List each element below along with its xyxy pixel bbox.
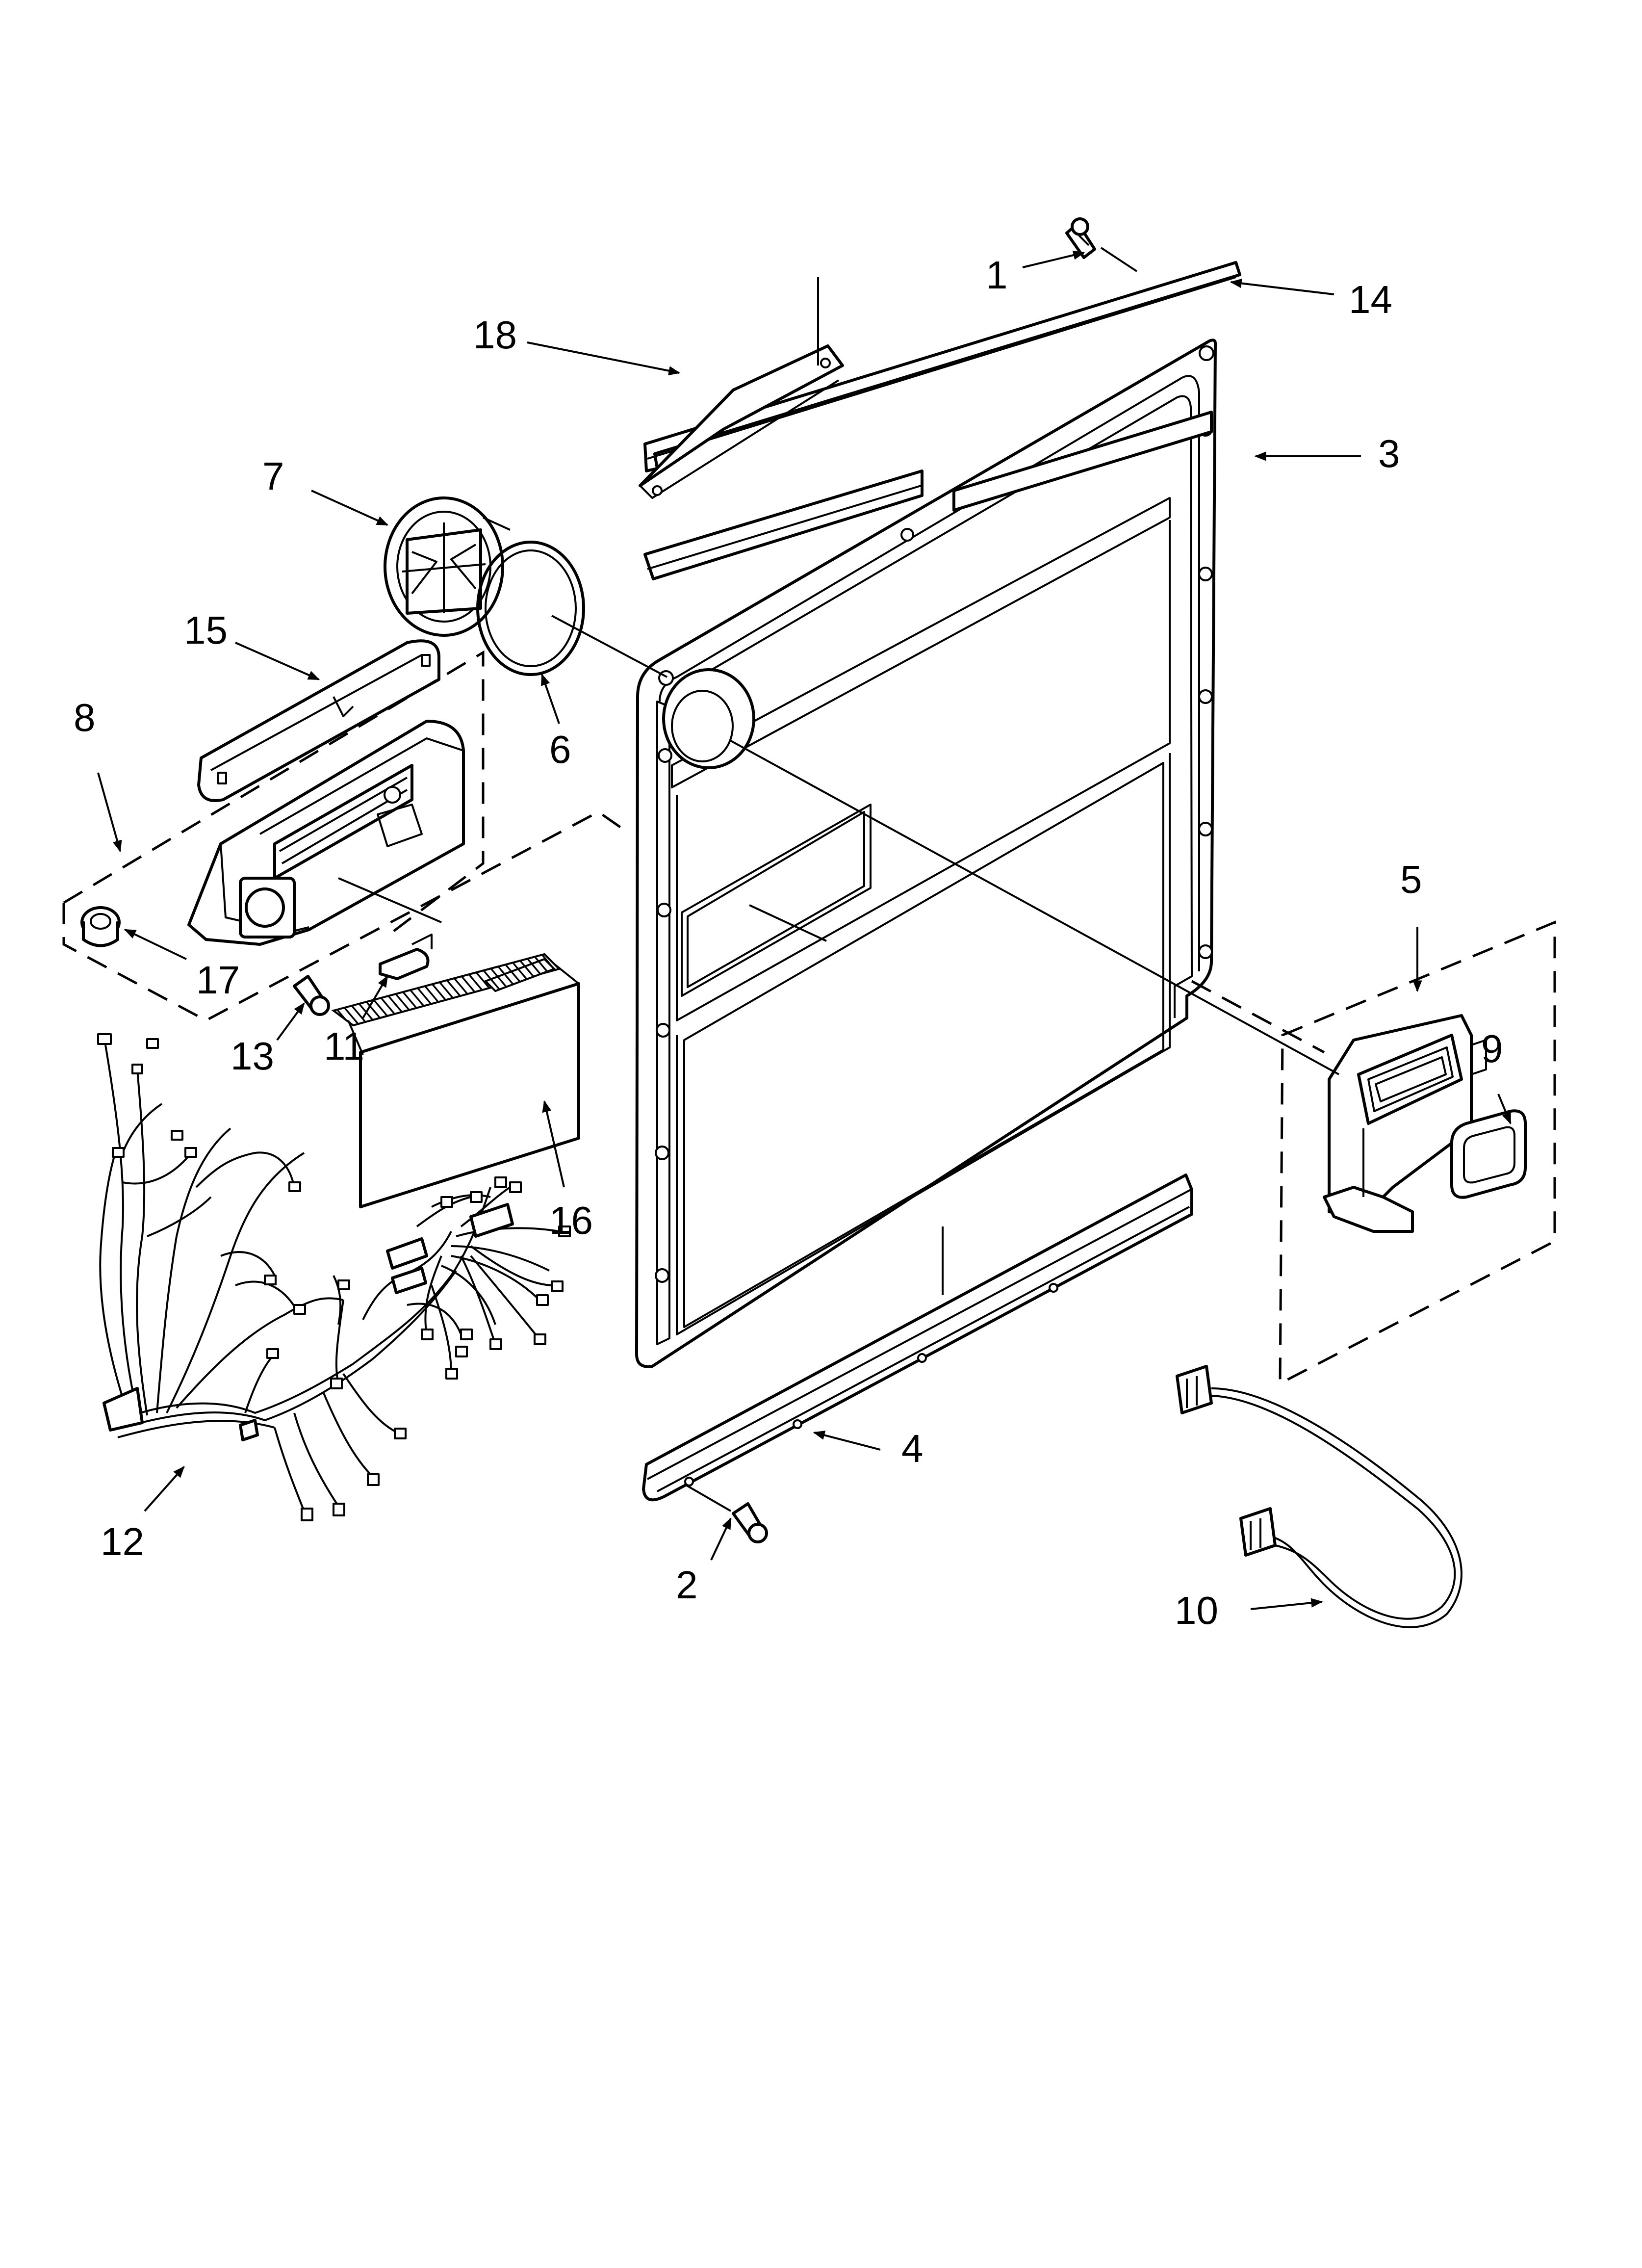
callout-6: 6 [549, 728, 571, 771]
top-trim-strip [643, 261, 1241, 580]
screw-2 [732, 1502, 768, 1543]
callout-14: 14 [1349, 278, 1392, 321]
callout-3: 3 [1378, 432, 1400, 475]
actuator-gasket [1450, 1109, 1527, 1199]
callout-12: 12 [101, 1520, 144, 1564]
connector-cable [1176, 1365, 1462, 1628]
insulation-panel [639, 277, 844, 499]
callout-8: 8 [74, 696, 96, 739]
harness-connectors [97, 1033, 571, 1521]
clip-11 [379, 934, 433, 980]
callout-17: 17 [196, 958, 240, 1002]
callout-18: 18 [473, 313, 517, 357]
callout-4: 4 [901, 1427, 924, 1470]
inner-door-panel [635, 339, 1217, 1368]
callout-2: 2 [676, 1563, 698, 1607]
callout-1: 1 [986, 253, 1008, 297]
screw-1 [1065, 217, 1096, 259]
callout-5: 5 [1400, 858, 1422, 901]
callout-16: 16 [549, 1199, 593, 1242]
bottom-trim-strip [642, 1173, 1193, 1502]
wire-harness [97, 1033, 571, 1521]
callout-10: 10 [1175, 1589, 1218, 1632]
callout-11: 11 [324, 1024, 364, 1068]
vent-actuator [1323, 1014, 1487, 1233]
callout-9: 9 [1481, 1027, 1503, 1070]
vent-duct-top-cover [197, 639, 440, 802]
screw-13 [293, 975, 330, 1016]
callout-13: 13 [231, 1034, 274, 1078]
callout-labels: 1 2 3 4 5 6 7 8 9 10 11 12 13 14 15 16 1… [74, 253, 1503, 1632]
vent-cover [384, 496, 504, 637]
callout-15: 15 [184, 608, 228, 652]
callout-arrows [97, 250, 1512, 1610]
vent-gasket [476, 541, 585, 676]
vent-duct-housing [187, 720, 465, 946]
insulation-pad [331, 953, 580, 1208]
vent-knob [80, 906, 121, 947]
callout-7: 7 [262, 454, 284, 498]
